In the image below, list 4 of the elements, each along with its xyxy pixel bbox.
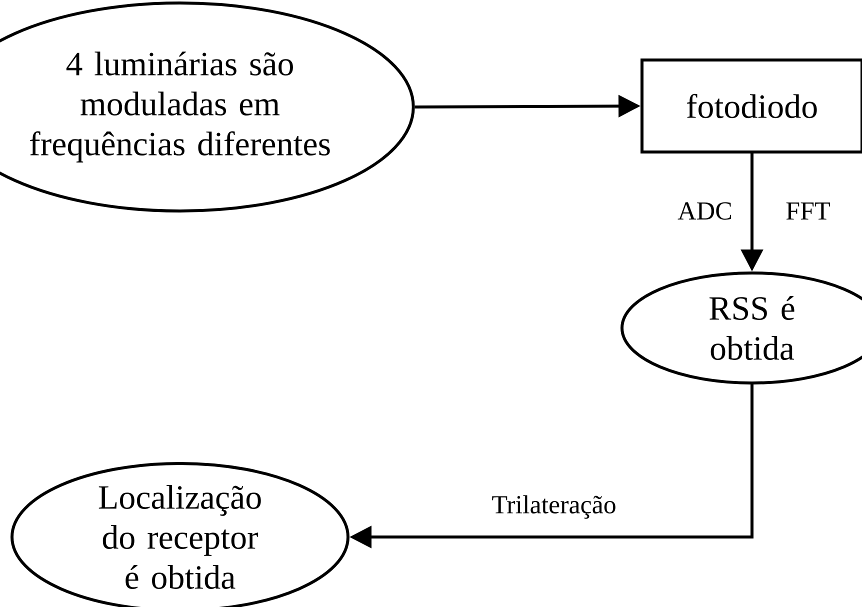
signal-label: FFT <box>786 202 830 220</box>
process-box: fotodiodo <box>640 58 862 154</box>
edge-label: ADC <box>676 201 734 221</box>
edge-label: Trilateração <box>490 494 618 520</box>
